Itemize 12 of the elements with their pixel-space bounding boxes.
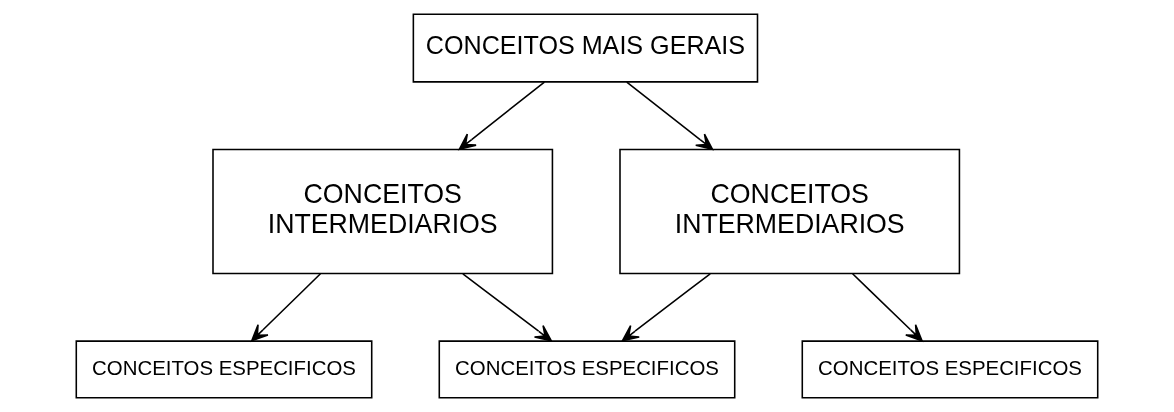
node-box: CONCEITOS ESPECIFICOS: [438, 340, 736, 399]
arrow: [626, 81, 714, 151]
node-box: CONCEITOS INTERMEDIARIOS: [212, 148, 554, 275]
arrow: [621, 273, 711, 342]
node-box: CONCEITOS ESPECIFICOS: [801, 340, 1099, 399]
arrow: [851, 273, 923, 342]
node-box: CONCEITOS ESPECIFICOS: [75, 340, 373, 399]
arrow: [462, 273, 553, 342]
arrow: [250, 273, 322, 342]
node-box: CONCEITOS INTERMEDIARIOS: [619, 148, 961, 275]
node-box: CONCEITOS MAIS GERAIS: [412, 13, 759, 83]
arrow: [458, 81, 546, 151]
